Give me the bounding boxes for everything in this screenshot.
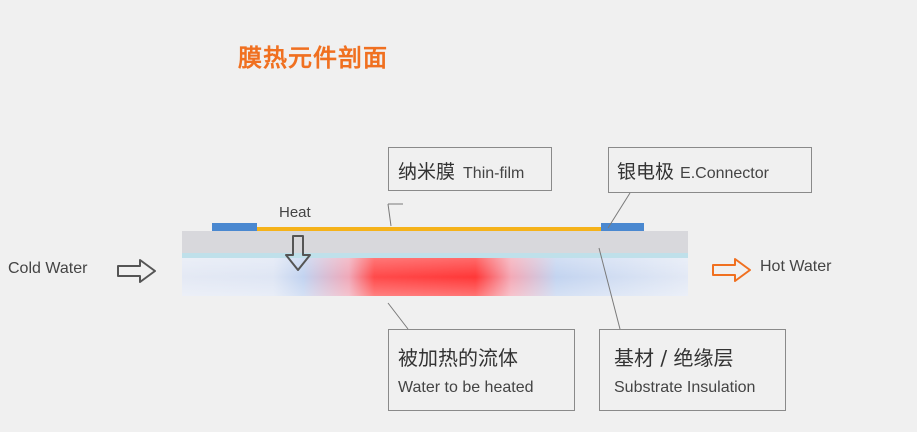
heat-label: Heat (279, 204, 311, 221)
connector-label-zh: 银电极 (617, 161, 675, 183)
water-boundary (182, 253, 688, 258)
cold-water-arrow-icon (117, 259, 156, 283)
heat-down-arrow-icon (285, 235, 311, 271)
callout-thin-film: 纳米膜 Thin-film (388, 147, 552, 191)
water-channel-shade (182, 258, 688, 296)
callout-substrate: 基材 / 绝缘层 Substrate Insulation (599, 329, 786, 411)
thin-film (257, 227, 601, 231)
hot-water-arrow-icon (712, 258, 751, 282)
thin-film-label-en: Thin-film (463, 165, 525, 182)
leader-fluid (387, 302, 409, 330)
diagram-title: 膜热元件剖面 (238, 44, 388, 72)
hot-water-label: Hot Water (760, 258, 832, 275)
substrate-label-en: Substrate Insulation (614, 379, 756, 396)
callout-connector: 银电极 E.Connector (608, 147, 812, 193)
callout-fluid: 被加热的流体 Water to be heated (388, 329, 575, 411)
leader-thin-film (387, 203, 403, 227)
electrode-left (212, 223, 257, 231)
fluid-label-zh: 被加热的流体 (398, 346, 518, 370)
thin-film-label-zh: 纳米膜 (398, 161, 456, 183)
leader-connector (607, 192, 631, 229)
substrate-layer (182, 231, 688, 253)
cold-water-label: Cold Water (8, 260, 88, 277)
electrode-right (601, 223, 644, 231)
fluid-label-en: Water to be heated (398, 379, 534, 396)
leader-substrate (598, 247, 621, 330)
substrate-label-zh: 基材 / 绝缘层 (614, 346, 734, 370)
connector-label-en: E.Connector (680, 165, 769, 182)
